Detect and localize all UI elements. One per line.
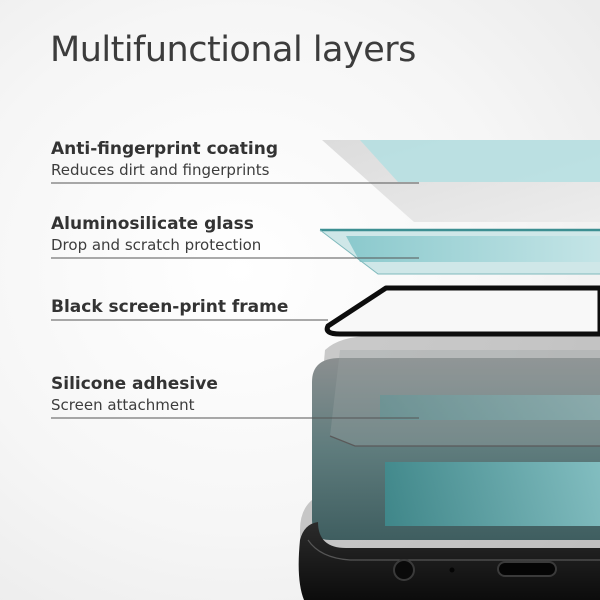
layer-label-anti-fingerprint: Anti-fingerprint coating Reduces dirt an… — [51, 138, 278, 180]
usb-port-icon — [497, 561, 557, 577]
layer-description: Reduces dirt and fingerprints — [51, 161, 270, 179]
microphone-hole-icon — [449, 567, 455, 573]
leader-lines — [51, 182, 419, 419]
phone-illustration — [298, 336, 600, 600]
layer-title: Silicone adhesive — [51, 374, 218, 394]
silicone-adhesive-layer — [329, 350, 600, 447]
layer-title: Black screen-print frame — [51, 297, 289, 317]
screen-print-frame-layer — [324, 285, 600, 337]
aluminosilicate-glass-layer — [319, 228, 600, 275]
layer-title: Anti-fingerprint coating — [51, 139, 279, 159]
layer-label-screen-print-frame: Black screen-print frame — [51, 296, 288, 318]
anti-fingerprint-coating-layer — [322, 140, 600, 222]
layer-title: Aluminosilicate glass — [51, 214, 254, 234]
layer-label-silicone-adhesive: Silicone adhesive Screen attachment — [51, 373, 218, 415]
layer-description: Drop and scratch protection — [51, 236, 262, 254]
layer-description: Screen attachment — [51, 396, 195, 414]
page-title: Multifunctional layers — [50, 30, 416, 70]
headphone-jack-icon — [393, 559, 415, 581]
layer-label-aluminosilicate: Aluminosilicate glass Drop and scratch p… — [51, 213, 261, 255]
